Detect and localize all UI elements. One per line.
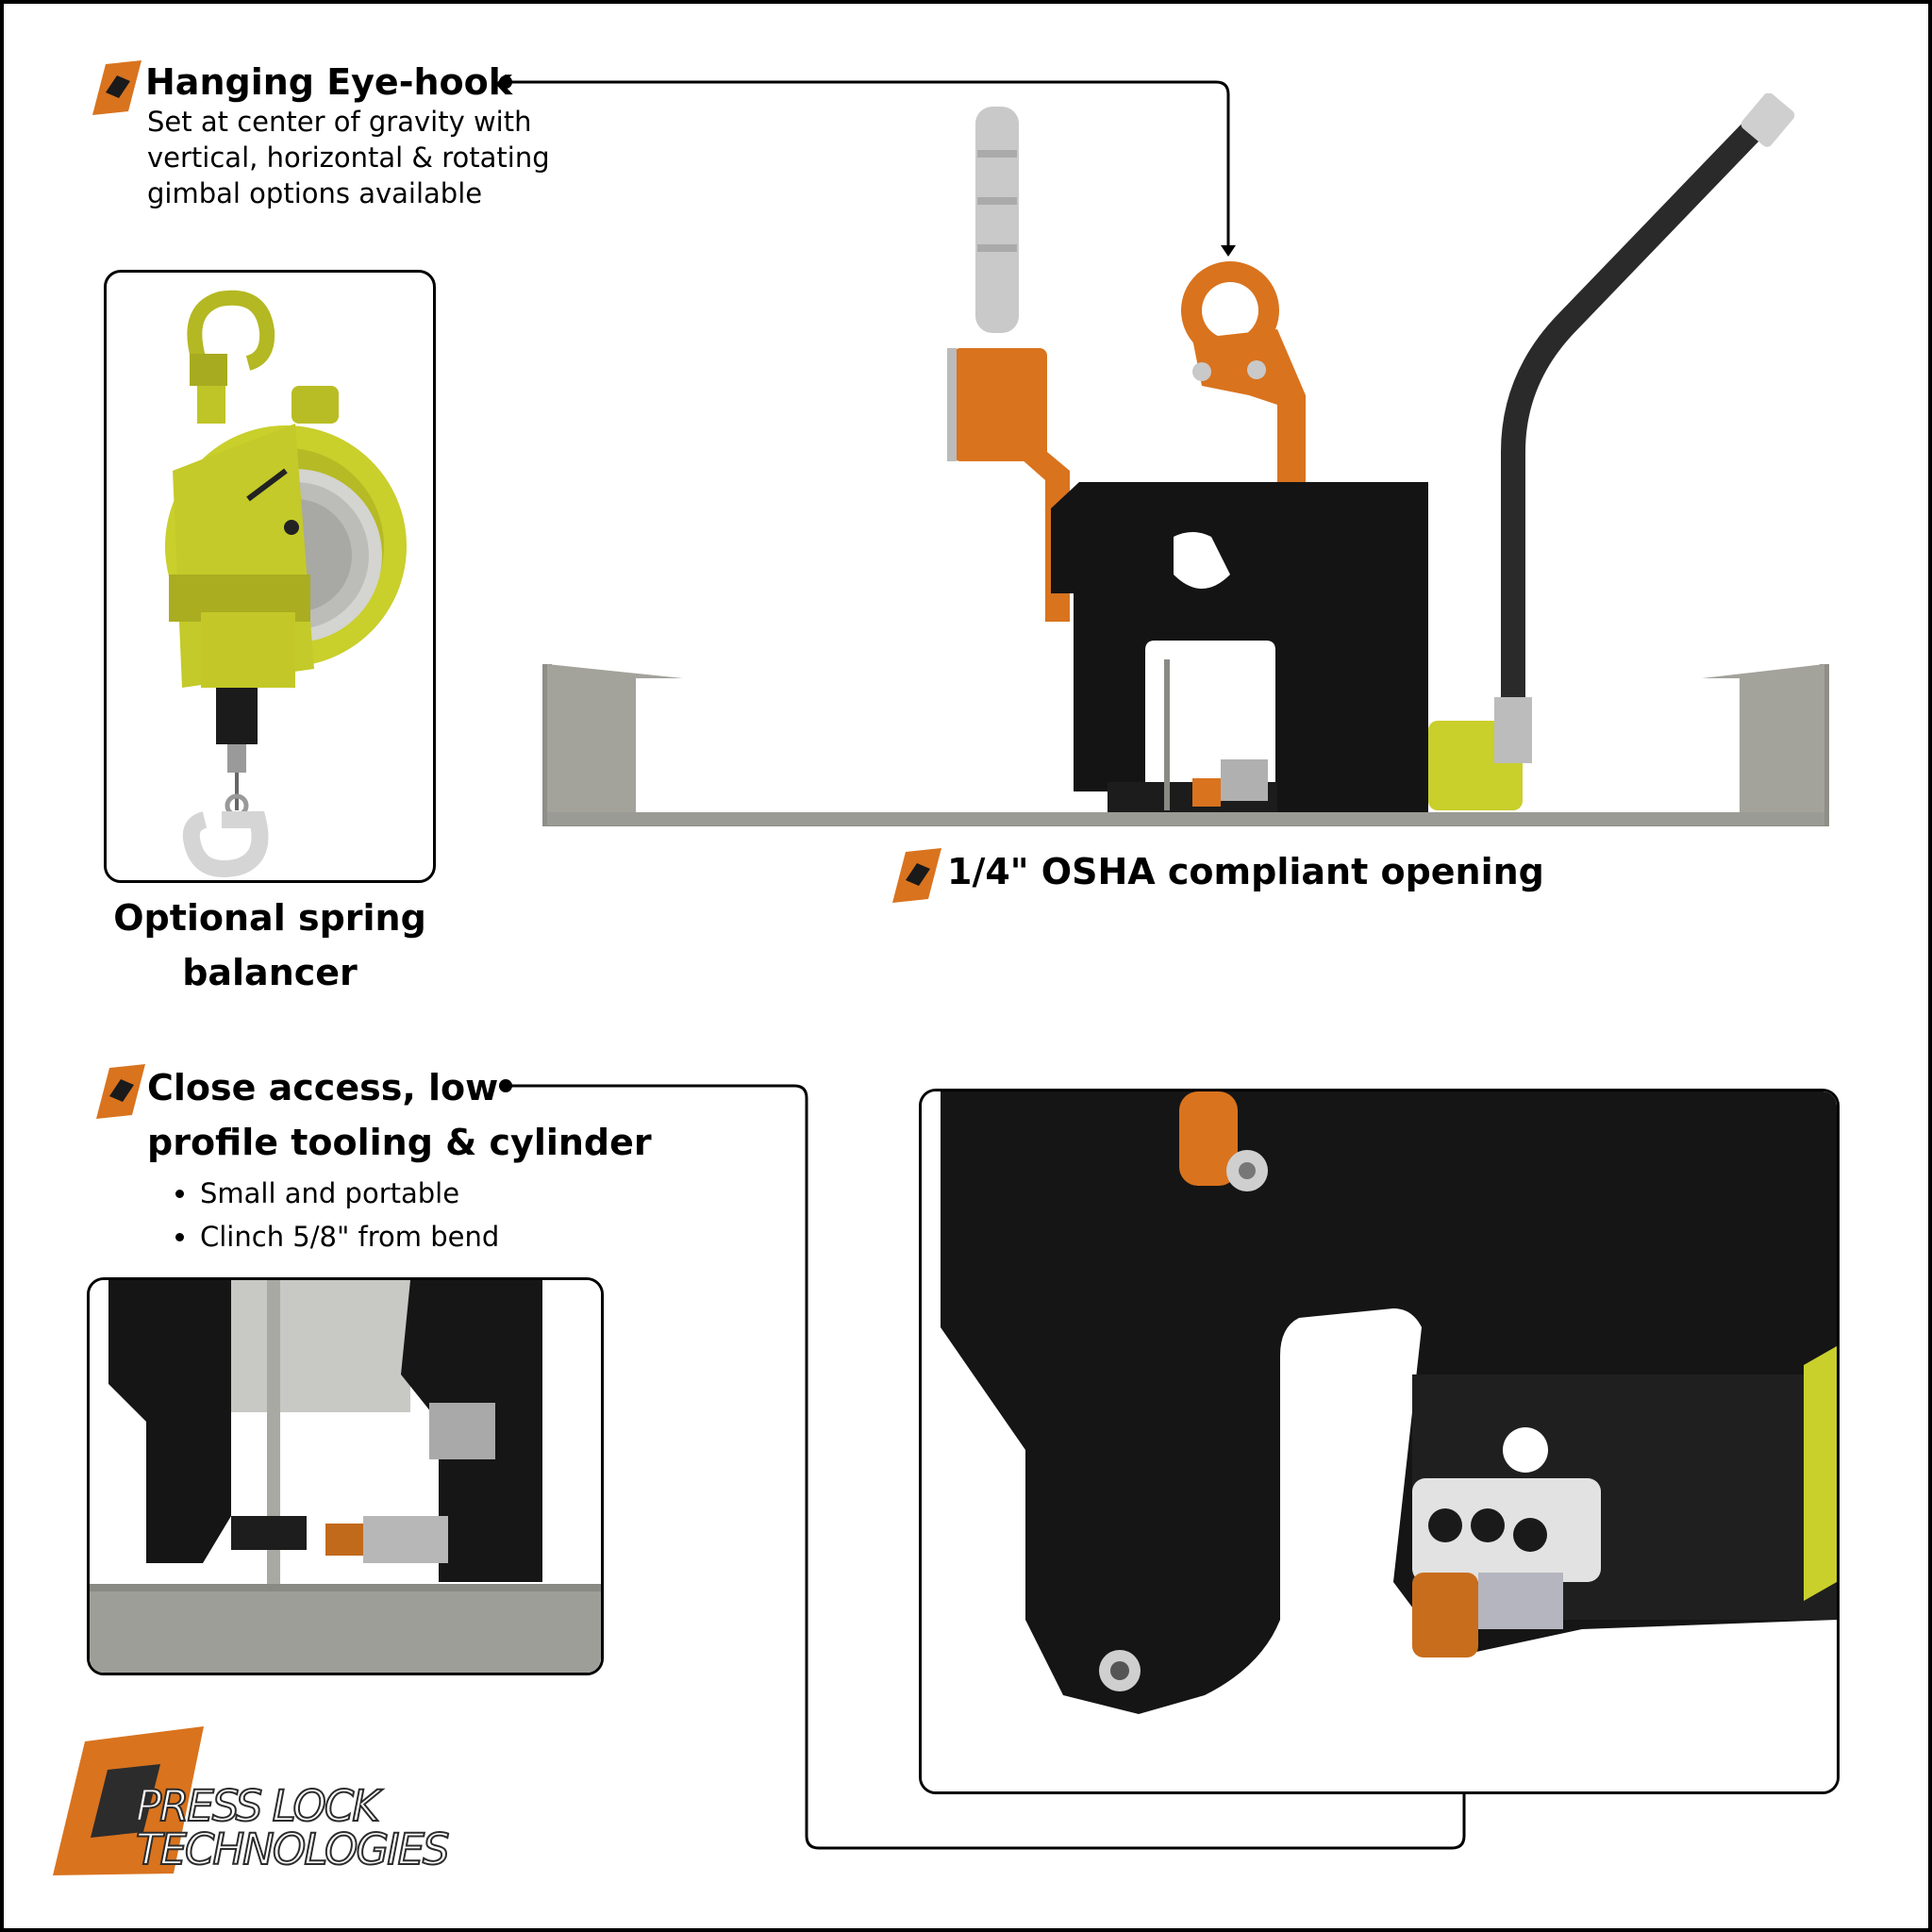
press-lock-logo-icon <box>53 1726 204 1875</box>
eye-hook-line: gimbal options available <box>147 177 483 209</box>
eye-hook-line: Set at center of gravity with <box>147 106 532 138</box>
close-access-bullets: Small and portable Clinch 5/8" from bend <box>147 1172 499 1258</box>
clinch-tool-illustration <box>542 93 1829 826</box>
caption-line: Optional spring <box>113 897 426 939</box>
logo-line: TECHNOLOGIES <box>135 1824 451 1874</box>
close-access-connector-dot <box>499 1079 512 1092</box>
caption-line: balancer <box>182 952 358 993</box>
close-access-title-line: profile tooling & cylinder <box>147 1122 652 1163</box>
spring-balancer-frame <box>104 270 436 883</box>
cframe-closeup-illustration <box>922 1091 1837 1791</box>
close-access-title-line: Close access, low <box>147 1067 499 1108</box>
spring-balancer-caption: Optional spring balancer <box>91 891 449 1000</box>
eye-hook-description: Set at center of gravity with vertical, … <box>147 104 550 211</box>
bullet-item: Small and portable <box>175 1172 499 1215</box>
logo-line: PRESS LOCK <box>135 1781 381 1831</box>
close-access-title: Close access, low profile tooling & cyli… <box>147 1060 652 1170</box>
bullet-item: Clinch 5/8" from bend <box>175 1215 499 1258</box>
eye-hook-connector-dot <box>499 75 512 89</box>
close-access-connector <box>506 1084 1466 1850</box>
orange-diamond-icon <box>92 60 142 115</box>
eye-hook-line: vertical, horizontal & rotating <box>147 142 550 174</box>
press-lock-logo-text: PRESS LOCK TECHNOLOGIES <box>135 1781 451 1874</box>
tooling-closeup-frame <box>87 1277 604 1675</box>
eye-hook-arrowhead <box>1221 245 1236 257</box>
osha-opening-title: 1/4" OSHA compliant opening <box>947 851 1544 892</box>
tooling-closeup-illustration <box>90 1280 601 1673</box>
eye-hook-title: Hanging Eye-hook <box>145 61 513 103</box>
eye-hook-connector <box>506 80 1230 247</box>
cframe-closeup-frame <box>919 1089 1840 1794</box>
connector-lines <box>499 75 1472 1850</box>
spring-balancer-illustration <box>165 290 407 877</box>
orange-diamond-icon <box>892 848 941 903</box>
orange-diamond-icon <box>96 1064 145 1119</box>
